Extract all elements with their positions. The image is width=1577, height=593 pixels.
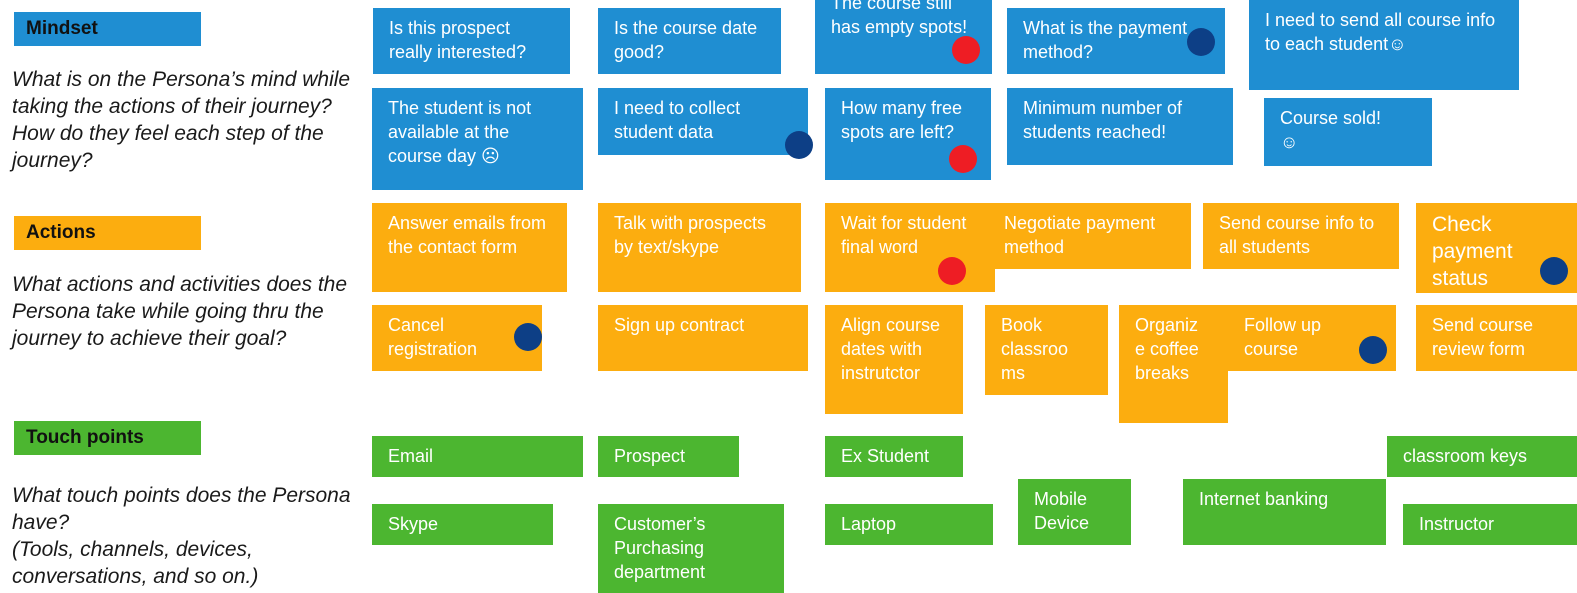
touch-point-note: Prospect	[598, 436, 739, 477]
touch-point-note: classroom keys	[1387, 436, 1577, 477]
action-note: Send course review form	[1416, 305, 1577, 371]
action-note: Organiz e coffee breaks	[1119, 305, 1228, 423]
touch-point-note: Internet banking	[1183, 479, 1386, 545]
navy-dot-sticker	[785, 131, 813, 159]
touch-point-note: Customer’s Purchasing department	[598, 504, 784, 593]
navy-dot-sticker	[1540, 257, 1568, 285]
red-dot-sticker	[949, 145, 977, 173]
action-note: Negotiate payment method	[988, 203, 1191, 269]
action-note: Answer emails from the contact form	[372, 203, 567, 292]
touch-point-note: Mobile Device	[1018, 479, 1131, 545]
navy-dot-sticker	[1187, 28, 1215, 56]
red-dot-sticker	[952, 36, 980, 64]
mindset-label: Mindset	[14, 12, 201, 46]
navy-dot-sticker	[514, 323, 542, 351]
action-note: Cancel registration	[372, 305, 542, 371]
touch-point-note: Skype	[372, 504, 553, 545]
touch-points-label: Touch points	[14, 421, 201, 455]
touch-point-note: Instructor	[1403, 504, 1577, 545]
mindset-note: I need to send all course info to each s…	[1249, 0, 1519, 90]
action-note: Wait for student final word	[825, 203, 995, 292]
red-dot-sticker	[938, 257, 966, 285]
actions-description: What actions and activities does the Per…	[12, 273, 348, 350]
touch-point-note: Email	[372, 436, 583, 477]
mindset-note: The student is not available at the cour…	[372, 88, 583, 190]
navy-dot-sticker	[1359, 336, 1387, 364]
mindset-note: I need to collect student data	[598, 88, 808, 155]
action-note: Send course info to all students	[1203, 203, 1399, 269]
mindset-note: Is this prospect really interested?	[373, 8, 570, 74]
mindset-description: What is on the Persona’s mind while taki…	[12, 68, 351, 172]
touch-point-note: Ex Student	[825, 436, 963, 477]
mindset-note: Is the course date good?	[598, 8, 781, 74]
action-note: Book classroo ms	[985, 305, 1108, 395]
action-note: Talk with prospects by text/skype	[598, 203, 801, 292]
action-note: Align course dates with instrutctor	[825, 305, 963, 414]
actions-label: Actions	[14, 216, 201, 250]
touch-point-note: Laptop	[825, 504, 993, 545]
touch-points-description: What touch points does the Persona have?…	[12, 484, 351, 588]
mindset-note: Minimum number of students reached!	[1007, 88, 1233, 165]
action-note: Sign up contract	[598, 305, 808, 371]
mindset-note: Course sold! ☺	[1264, 98, 1432, 166]
